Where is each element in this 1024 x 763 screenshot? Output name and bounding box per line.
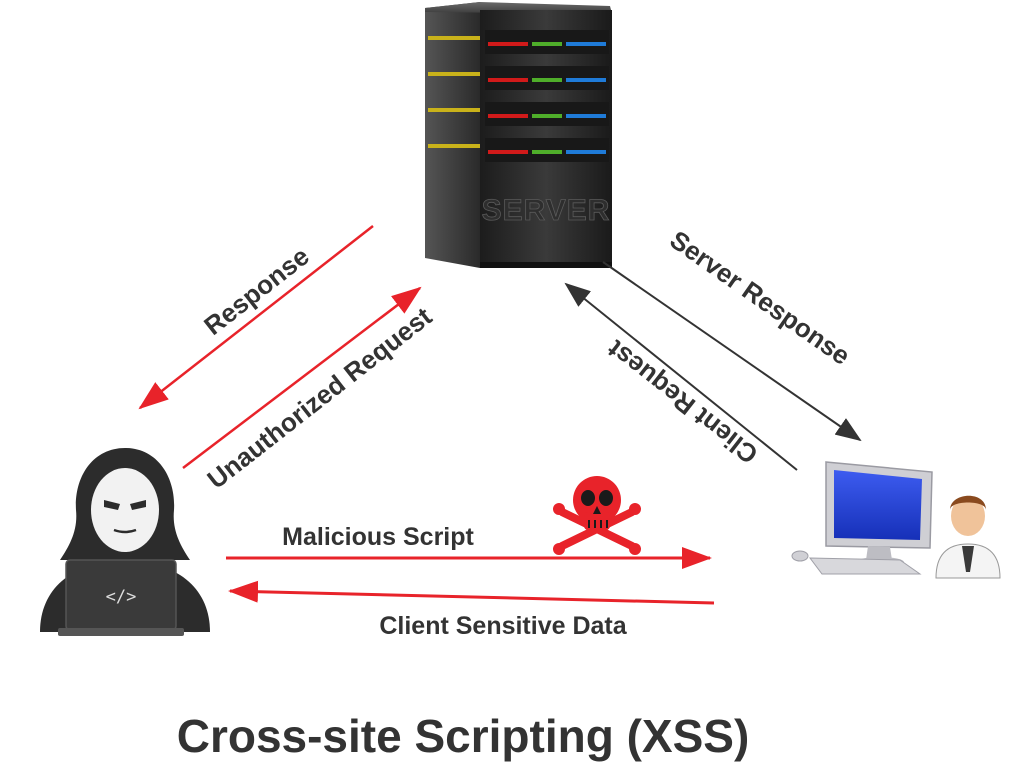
attacker-node: </> [40, 448, 210, 636]
client-sensitive-data-arrow [228, 580, 715, 605]
client-request-arrow [564, 282, 798, 471]
skull-crossbones-icon [553, 476, 641, 555]
hacker-icon: </> [40, 448, 210, 636]
edge-client-sensitive-data: Client Sensitive Data [228, 580, 715, 640]
edge-malicious-script: Malicious Script [226, 476, 712, 569]
unauthorized-request-arrow [182, 286, 422, 469]
response-arrow [138, 225, 374, 410]
server-response-arrow [602, 261, 862, 442]
client-sensitive-data-label: Client Sensitive Data [379, 612, 627, 640]
client-node [791, 461, 1001, 579]
client-computer-icon [791, 461, 933, 575]
diagram-title: Cross-site Scripting (XSS) [177, 710, 750, 762]
server-node: SERVER [425, 2, 612, 268]
server-icon: SERVER [425, 2, 612, 268]
response-label: Response [198, 241, 314, 341]
laptop-code-label: </> [106, 587, 137, 607]
user-icon [935, 495, 1001, 579]
edge-server-response: Server Response [602, 224, 862, 442]
malicious-script-label: Malicious Script [282, 523, 474, 551]
client-request-label: Client Request [601, 334, 763, 470]
unauthorized-request-label: Unauthorized Request [202, 301, 438, 495]
server-label: SERVER [482, 194, 611, 227]
server-response-label: Server Response [665, 224, 856, 370]
